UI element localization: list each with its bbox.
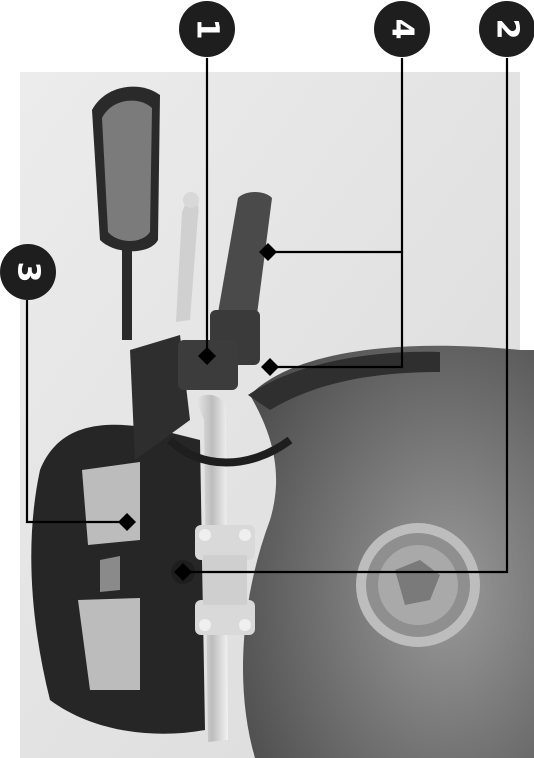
position-light: [100, 556, 120, 592]
callout-2: 2: [479, 1, 534, 57]
clutch-lever-tip: [183, 192, 199, 208]
fork-clamp: [195, 525, 255, 635]
callout-4: 4: [374, 1, 430, 57]
callout-3: 3: [0, 244, 56, 300]
callout-2-label: 2: [490, 19, 525, 40]
callout-1: 1: [179, 1, 235, 57]
callout-3-label: 3: [11, 262, 46, 283]
callout-1-label: 1: [190, 19, 225, 40]
callout-4-label: 4: [385, 19, 420, 40]
fuel-cap: [356, 523, 480, 647]
headlight-upper: [82, 462, 140, 545]
